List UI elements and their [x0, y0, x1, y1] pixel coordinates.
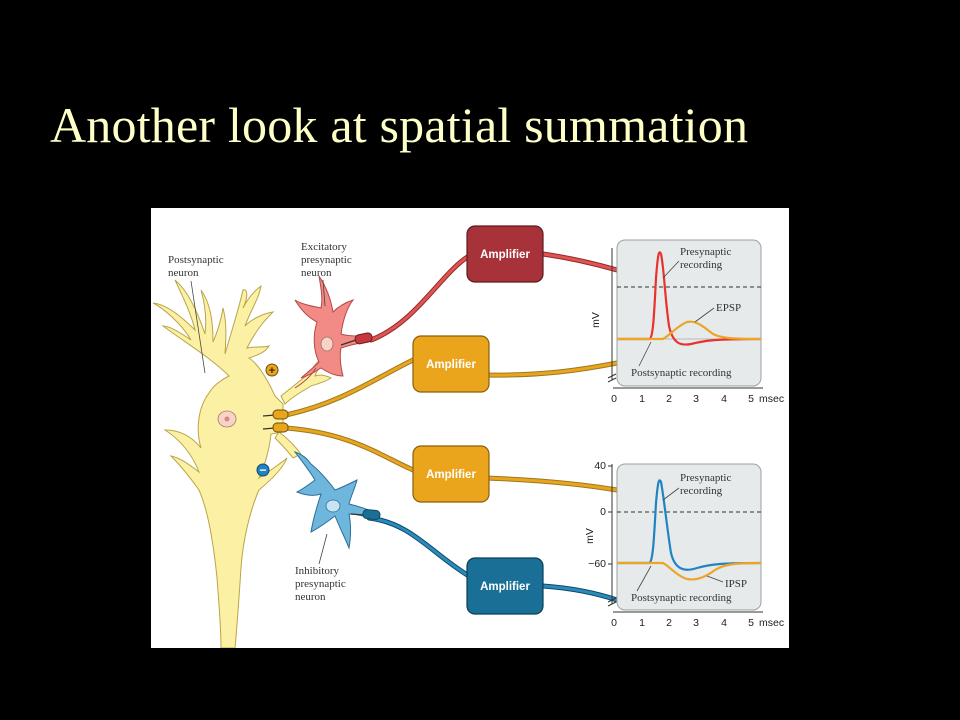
bottom-postsynaptic-label: Postsynaptic recording: [631, 592, 732, 604]
bottom-xtick: 4: [721, 617, 727, 629]
top-xtick: 3: [693, 393, 699, 405]
label-excitatory-line2: presynaptic: [301, 254, 352, 266]
bottom-xunit: msec: [759, 617, 784, 629]
trace-presynaptic-excitatory: [617, 251, 762, 346]
excitatory-electrode: [340, 332, 373, 346]
amplifier-postsynaptic-top: Amplifier: [412, 335, 490, 393]
inhibitory-electrode: [350, 509, 381, 521]
top-xtick: 0: [611, 393, 617, 405]
trace-presynaptic-inhibitory: [617, 479, 762, 571]
postsynaptic-electrodes: [262, 409, 289, 433]
epsp-label: EPSP: [716, 302, 741, 314]
bottom-xtick: 1: [639, 617, 645, 629]
amplifier-excitatory: Amplifier: [466, 225, 544, 283]
top-xtick: 4: [721, 393, 727, 405]
label-postsynaptic-line2: neuron: [168, 267, 199, 279]
top-xtick: 5: [748, 393, 754, 405]
top-x-axis-ticks: 0 1 2 3 4 5 msec: [611, 393, 784, 405]
top-xtick: 2: [666, 393, 672, 405]
label-excitatory-line1: Excitatory: [301, 241, 347, 253]
amplifier-label: Amplifier: [426, 359, 476, 371]
bottom-xtick: 2: [666, 617, 672, 629]
postsynaptic-neuron: [152, 279, 332, 648]
inhibitory-presynaptic-neuron: [293, 451, 374, 550]
inhibitory-neuron-label: Inhibitory presynaptic neuron: [295, 533, 346, 603]
postsynaptic-neuron-label: Postsynaptic neuron: [168, 254, 224, 374]
amplifier-label: Amplifier: [480, 249, 530, 261]
bottom-ytick: 40: [594, 460, 606, 472]
top-xtick: 1: [639, 393, 645, 405]
top-presynaptic-label-line1: Presynaptic: [680, 246, 731, 258]
label-inhibitory-line3: neuron: [295, 591, 326, 603]
bottom-ytick: −60: [588, 558, 606, 570]
bottom-xtick: 0: [611, 617, 617, 629]
minus-sign: −: [259, 463, 266, 477]
spatial-summation-figure: + − Postsynaptic neuron Excitatory presy…: [151, 208, 789, 648]
bottom-ylabel: mV: [584, 528, 596, 544]
excitatory-neuron-label: Excitatory presynaptic neuron: [301, 241, 352, 307]
inhibitory-synapse-marker: −: [256, 463, 270, 477]
epsp-recording-panel: mV Presynaptic recording EPSP Postsynapt…: [590, 239, 784, 405]
bottom-presynaptic-label-line1: Presynaptic: [680, 472, 731, 484]
excitatory-presynaptic-neuron: [294, 275, 366, 389]
label-excitatory-line3: neuron: [301, 267, 332, 279]
ipsp-label: IPSP: [725, 578, 747, 590]
amplifier-postsynaptic-bottom: Amplifier: [412, 445, 490, 503]
top-ylabel: mV: [590, 312, 602, 328]
excitatory-nucleus: [320, 336, 334, 352]
label-inhibitory-line1: Inhibitory: [295, 565, 339, 577]
top-presynaptic-label-line2: recording: [680, 259, 723, 271]
plus-sign: +: [269, 365, 275, 377]
excitatory-synapse-marker: +: [265, 363, 279, 377]
top-postsynaptic-label: Postsynaptic recording: [631, 367, 732, 379]
top-xunit: msec: [759, 393, 784, 405]
slide-title: Another look at spatial summation: [50, 97, 749, 153]
amplifier-inhibitory: Amplifier: [466, 557, 544, 615]
bottom-xtick: 5: [748, 617, 754, 629]
bottom-x-axis-ticks: 0 1 2 3 4 5 msec: [611, 617, 784, 629]
bottom-presynaptic-label-line2: recording: [680, 485, 723, 497]
bottom-xtick: 3: [693, 617, 699, 629]
ipsp-recording-panel: mV 40 0 −60 Presynaptic recording IPSP P…: [584, 460, 784, 629]
electrode-cables: [283, 251, 620, 603]
inhibitory-nucleus: [325, 499, 341, 513]
label-inhibitory-line2: presynaptic: [295, 578, 346, 590]
amplifier-label: Amplifier: [480, 581, 530, 593]
label-postsynaptic-line1: Postsynaptic: [168, 254, 224, 266]
trace-epsp: [617, 320, 762, 341]
amplifier-label: Amplifier: [426, 469, 476, 481]
bottom-ytick: 0: [600, 506, 606, 518]
trace-ipsp: [617, 561, 762, 581]
